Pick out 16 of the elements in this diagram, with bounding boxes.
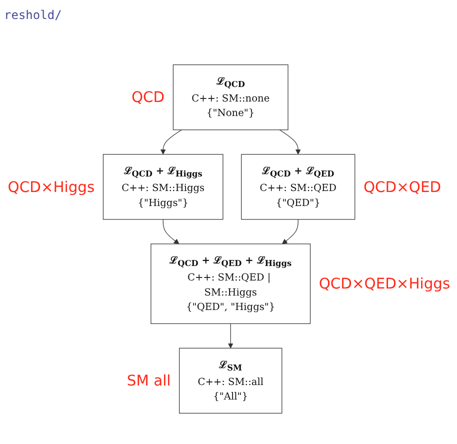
arrow bbox=[227, 323, 233, 348]
arrow bbox=[282, 219, 298, 244]
arrow bbox=[278, 130, 300, 155]
side-label: SM all bbox=[126, 372, 170, 390]
node-box: ℒ$_{QCD}$ + ℒ$_{Higgs}$ C++: SM::Higgs {"Higgs"} bbox=[102, 154, 223, 220]
node-box: ℒ$_{SM}$ C++: SM::all {"All"} bbox=[178, 348, 282, 414]
path-text: reshold/ bbox=[4, 8, 62, 22]
side-label: QCD×QED bbox=[362, 178, 441, 196]
side-label: QCD×QED×Higgs bbox=[318, 276, 450, 293]
arrow bbox=[160, 130, 182, 155]
node-box: ℒ$_{QCD}$ + ℒ$_{QED}$ + ℒ$_{Higgs}$ C++: SM::QED | SM::Higgs {"QED", "Higgs"} bbox=[150, 244, 310, 324]
side-label: QCD×Higgs bbox=[7, 178, 94, 196]
node-box: ℒ$_{QCD}$ + ℒ$_{QED}$ C++: SM::QED {"QED"} bbox=[240, 154, 355, 220]
arrow bbox=[162, 219, 179, 244]
side-label: QCD bbox=[130, 89, 164, 106]
node-box: ℒ$_{QCD}$ C++: SM::none {"None"} bbox=[172, 64, 288, 130]
